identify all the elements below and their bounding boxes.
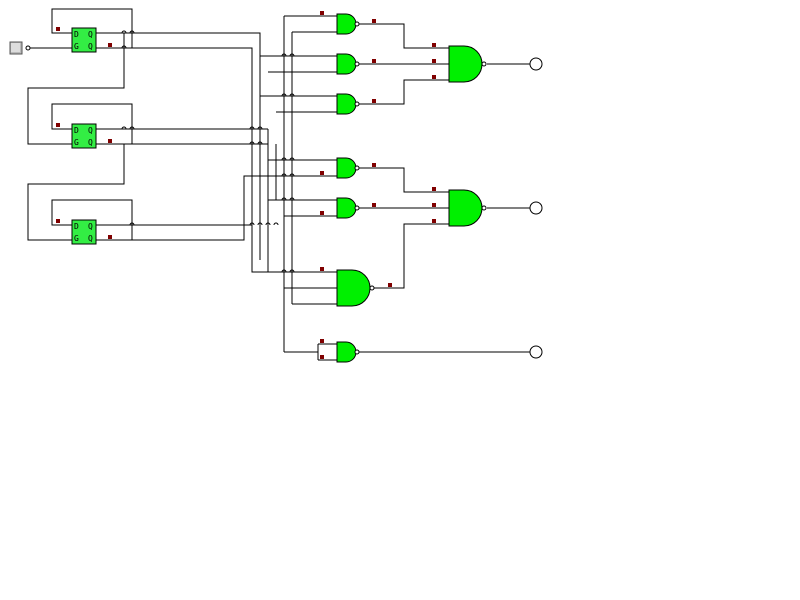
- output-probe-1[interactable]: [529, 57, 543, 71]
- output-probe-2[interactable]: [529, 201, 543, 215]
- nand-gate-5[interactable]: [336, 197, 360, 219]
- nand-gate-1[interactable]: [336, 13, 360, 35]
- nand-gate-4[interactable]: [336, 157, 360, 179]
- output-nand-gate-2[interactable]: [448, 189, 487, 227]
- ff-label: D: [74, 126, 79, 135]
- ff-label: Q: [88, 222, 93, 231]
- ff-label: Q: [88, 42, 93, 51]
- flip-flop-3[interactable]: D Q G Q: [71, 219, 97, 245]
- nand-gate-bottom[interactable]: [336, 341, 360, 363]
- output-nand-gate-1[interactable]: [448, 45, 487, 83]
- flip-flop-1[interactable]: D Q G Q: [71, 27, 97, 53]
- ff-label: Q: [88, 30, 93, 39]
- nand-gate-2[interactable]: [336, 53, 360, 75]
- clock-source-icon[interactable]: [9, 41, 31, 55]
- output-probe-3[interactable]: [529, 345, 543, 359]
- ff-label: Q: [88, 234, 93, 243]
- ff-label: G: [74, 138, 79, 147]
- ff-label: G: [74, 234, 79, 243]
- state-pins: [56, 11, 436, 359]
- flip-flop-2[interactable]: D Q G Q: [71, 123, 97, 149]
- ff-label: Q: [88, 126, 93, 135]
- nand-gate-3[interactable]: [336, 93, 360, 115]
- wire-crossovers: [121, 30, 295, 273]
- wires: [27, 8, 530, 361]
- and-gate-large[interactable]: [336, 269, 375, 307]
- ff-label: Q: [88, 138, 93, 147]
- ff-label: G: [74, 42, 79, 51]
- ff-label: D: [74, 222, 79, 231]
- ff-label: D: [74, 30, 79, 39]
